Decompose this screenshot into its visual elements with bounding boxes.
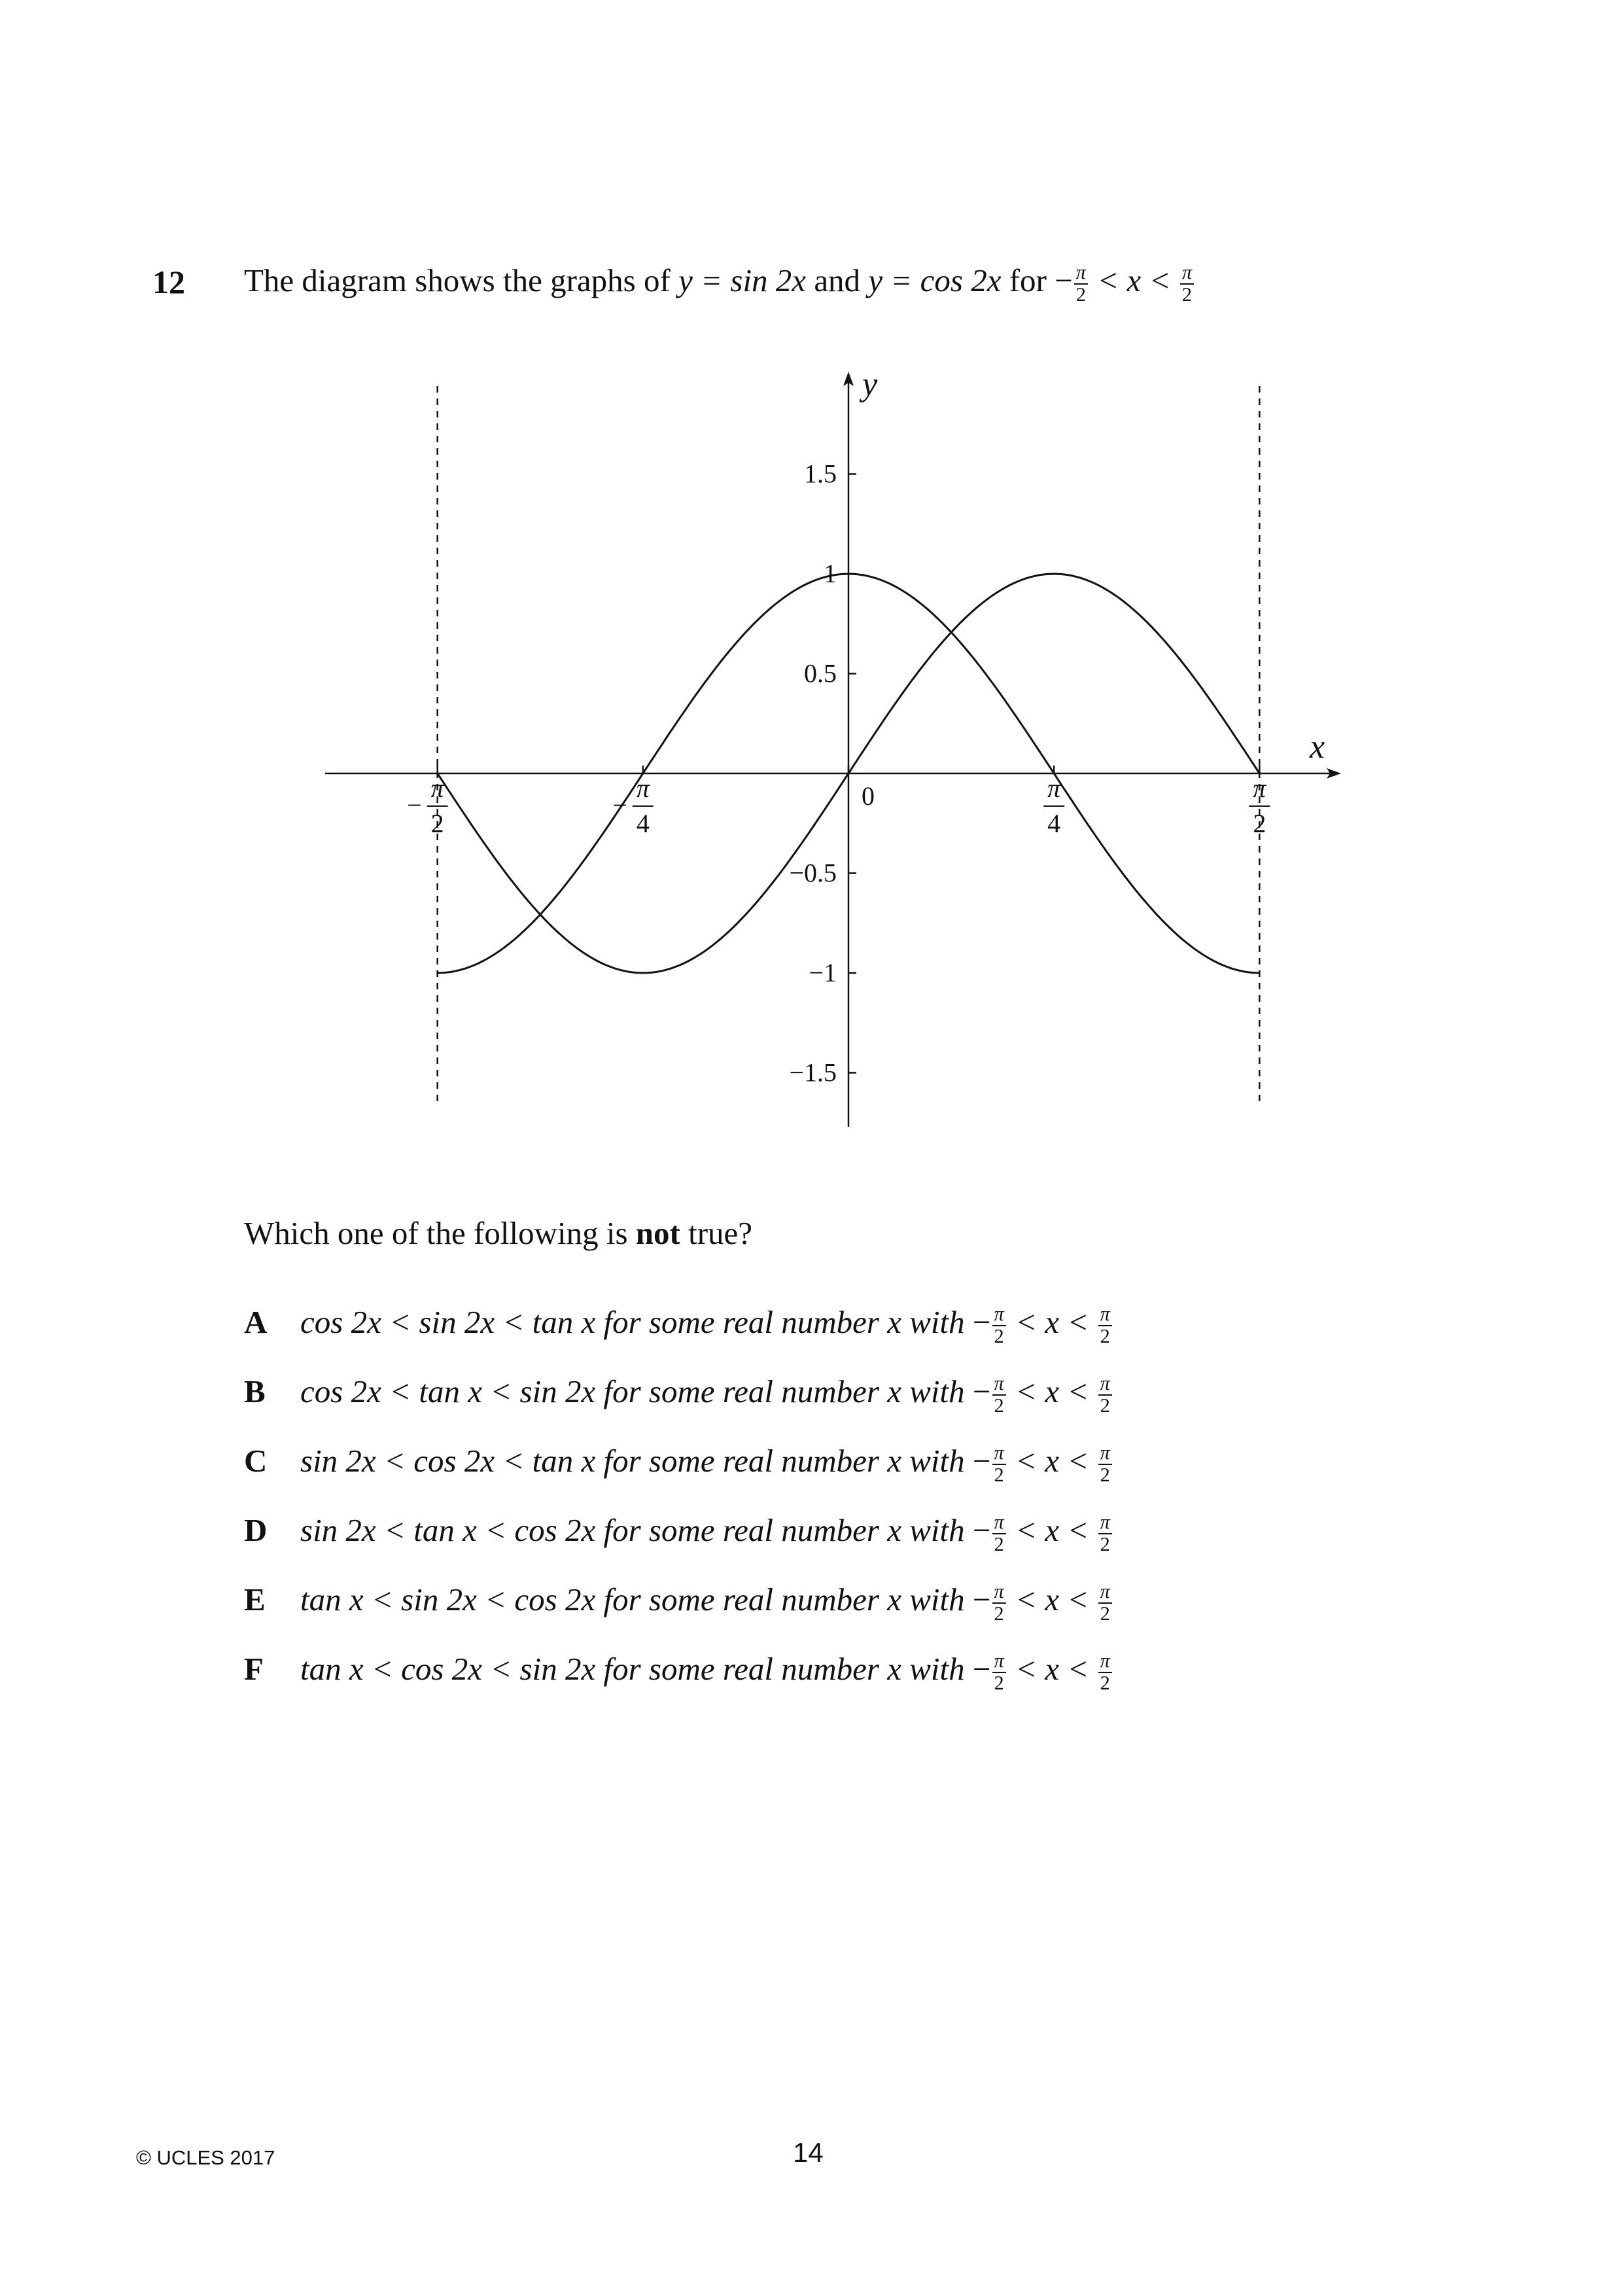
option-letter: B (244, 1373, 266, 1409)
x-tick-label-numerator: π (431, 773, 445, 803)
page-number: 14 (793, 2137, 824, 2168)
x-tick-label-numerator: π (1047, 773, 1061, 803)
x-tick-label-sign: − (407, 790, 422, 820)
curve-cos-2x (437, 573, 1260, 974)
y-tick-label: 1 (824, 559, 837, 588)
y-tick-label: −1 (809, 958, 837, 987)
equation-cos: y = cos 2x (868, 262, 1002, 298)
option-letter: D (244, 1512, 268, 1548)
intro-and: and (806, 262, 869, 298)
option-letter: F (244, 1651, 264, 1687)
x-tick-label-denominator: 2 (1253, 809, 1266, 838)
option-letter: E (244, 1581, 266, 1617)
y-tick-label: 0.5 (804, 659, 837, 688)
range-mid: < x < (1089, 262, 1179, 298)
y-tick-label: 1.5 (804, 459, 837, 489)
y-axis-label: y (859, 366, 878, 403)
question-prompt: Which one of the following is not true? (244, 1214, 752, 1252)
y-tick-label: −0.5 (789, 858, 837, 888)
x-tick-label: 0 (862, 781, 875, 811)
prompt-suffix: true? (680, 1215, 753, 1251)
x-tick-label-denominator: 2 (431, 809, 444, 838)
x-tick-label-denominator: 4 (1047, 809, 1060, 838)
y-tick-label: −1.5 (789, 1058, 837, 1087)
option-text: sin 2x < tan x < cos 2x for some real nu… (300, 1511, 1113, 1555)
x-tick-label-numerator: π (637, 773, 650, 803)
curve-sin-2x (436, 573, 1261, 974)
equation-sin: y = sin 2x (678, 262, 807, 298)
option-text: cos 2x < sin 2x < tan x for some real nu… (300, 1303, 1113, 1347)
prompt-bold: not (635, 1215, 680, 1251)
option-letter: A (244, 1304, 268, 1340)
x-axis-label: x (1309, 728, 1325, 766)
question-intro: The diagram shows the graphs of y = sin … (244, 262, 1195, 306)
question-number: 12 (152, 264, 185, 300)
x-tick-label-denominator: 4 (637, 809, 650, 838)
x-axis-arrow (1327, 768, 1341, 779)
option-letter: C (244, 1443, 268, 1479)
intro-for: for − (1001, 262, 1073, 298)
x-tick-label-numerator: π (1253, 773, 1266, 803)
option-text: tan x < sin 2x < cos 2x for some real nu… (300, 1581, 1113, 1625)
option-text: sin 2x < cos 2x < tan x for some real nu… (300, 1442, 1113, 1486)
intro-text: The diagram shows the graphs of (244, 262, 679, 298)
prompt-text: Which one of the following is (244, 1215, 636, 1251)
y-axis-arrow (843, 372, 854, 386)
copyright-notice: © UCLES 2017 (136, 2146, 275, 2169)
option-text: cos 2x < tan x < sin 2x for some real nu… (300, 1373, 1113, 1417)
option-text: tan x < cos 2x < sin 2x for some real nu… (300, 1650, 1113, 1694)
